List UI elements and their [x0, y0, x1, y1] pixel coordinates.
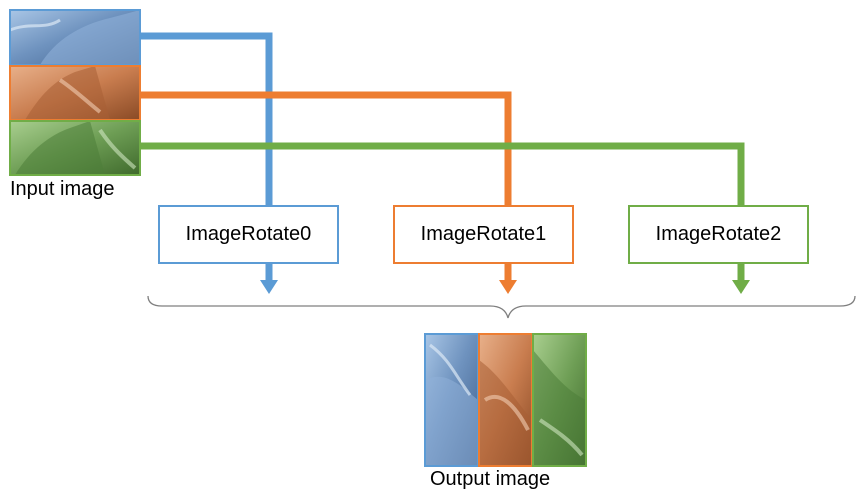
image-rotate-2-box: ImageRotate2 — [628, 205, 809, 264]
connector-orange — [140, 91, 517, 294]
input-image — [9, 9, 141, 176]
output-strip-blue — [424, 333, 479, 467]
output-strip-orange — [478, 333, 533, 467]
image-rotate-0-box: ImageRotate0 — [158, 205, 339, 264]
image-rotate-0-label: ImageRotate0 — [185, 223, 312, 245]
input-strip-green — [9, 120, 141, 176]
input-strip-blue — [9, 9, 141, 66]
arrowhead-green — [732, 280, 750, 294]
merge-brace — [147, 295, 856, 319]
arrowhead-orange — [499, 280, 517, 294]
output-image-caption: Output image — [430, 468, 551, 490]
image-rotate-2-label: ImageRotate2 — [655, 223, 782, 245]
output-strip-green — [532, 333, 587, 467]
arrowhead-blue — [260, 280, 278, 294]
image-rotate-1-label: ImageRotate1 — [420, 223, 547, 245]
input-strip-orange — [9, 65, 141, 121]
connector-blue — [140, 32, 278, 294]
output-image — [424, 333, 587, 467]
input-image-caption: Input image — [10, 178, 115, 200]
image-rotate-1-box: ImageRotate1 — [393, 205, 574, 264]
